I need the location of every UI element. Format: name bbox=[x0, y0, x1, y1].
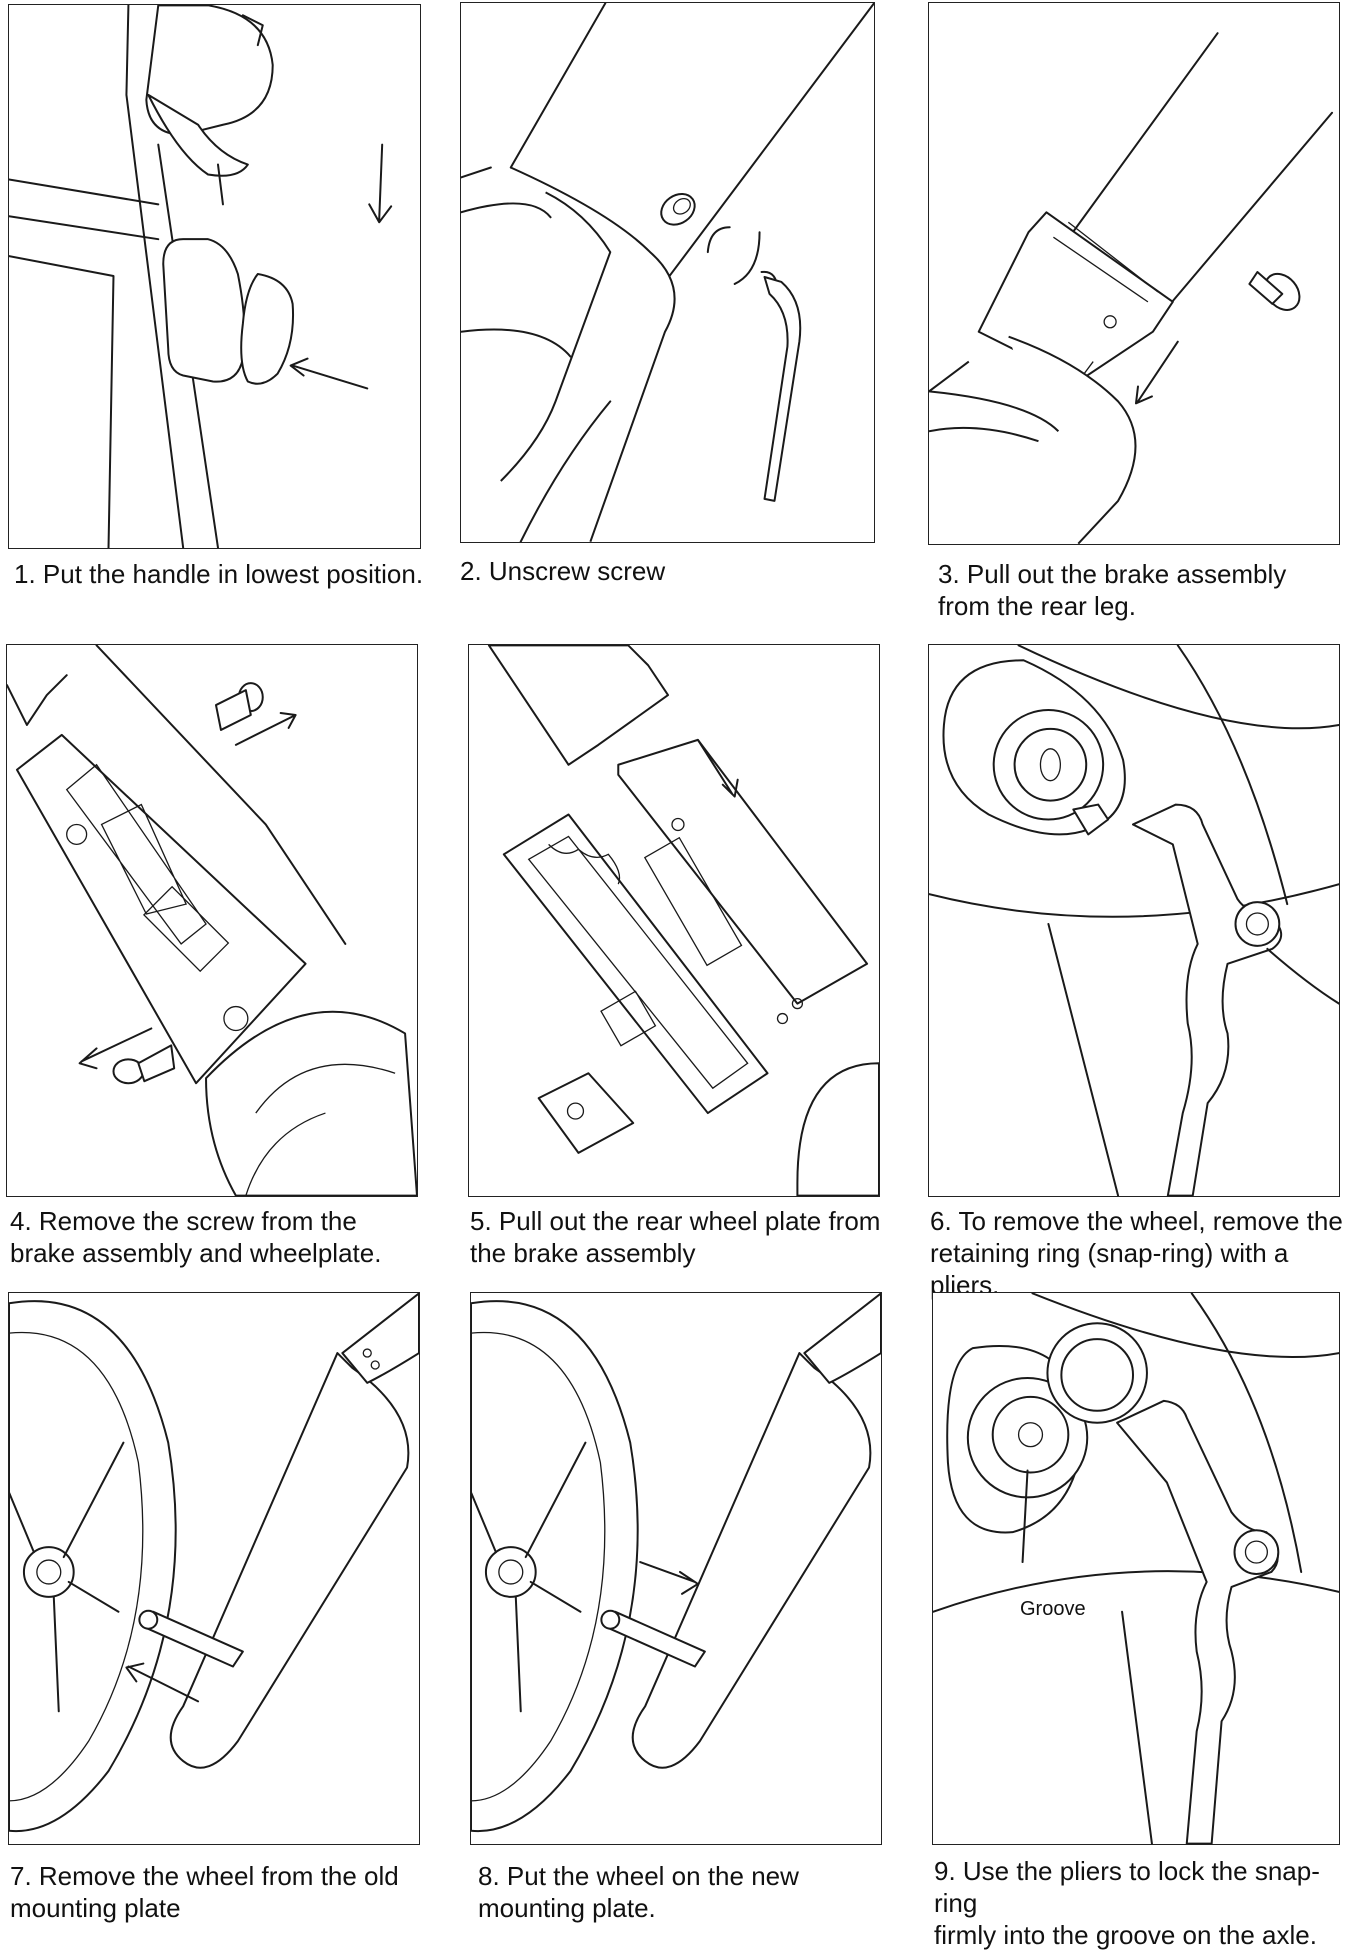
step-2-caption: 2. Unscrew screw bbox=[460, 556, 666, 586]
step-6-illustration bbox=[928, 644, 1340, 1197]
step-1-caption: 1. Put the handle in lowest position. bbox=[14, 559, 424, 589]
step-1-illustration bbox=[8, 4, 421, 549]
step-5-illustration bbox=[468, 644, 880, 1197]
step-4-illustration bbox=[6, 644, 418, 1197]
step-3-caption: 3. Pull out the brake assembly from the … bbox=[938, 559, 1287, 621]
groove-label: Groove bbox=[1020, 1598, 1086, 1620]
step-9-caption: 9. Use the pliers to lock the snap-ring … bbox=[934, 1856, 1320, 1950]
step-8-illustration bbox=[470, 1292, 882, 1845]
step-2-illustration bbox=[460, 2, 875, 543]
step-5-caption: 5. Pull out the rear wheel plate from th… bbox=[470, 1206, 881, 1268]
step-9-illustration bbox=[932, 1292, 1340, 1845]
step-3-illustration bbox=[928, 2, 1340, 545]
step-7-illustration bbox=[8, 1292, 420, 1845]
step-4-caption: 4. Remove the screw from the brake assem… bbox=[10, 1206, 382, 1268]
step-7-caption: 7. Remove the wheel from the old mountin… bbox=[10, 1861, 399, 1923]
step-6-caption: 6. To remove the wheel, remove the retai… bbox=[930, 1206, 1343, 1300]
step-8-caption: 8. Put the wheel on the new mounting pla… bbox=[478, 1861, 799, 1923]
